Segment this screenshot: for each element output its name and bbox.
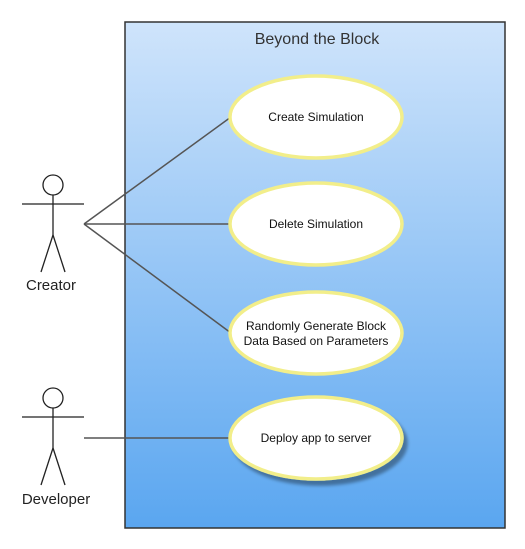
actor-creator[interactable]: [22, 174, 84, 273]
actor-label-developer: Developer: [22, 491, 90, 508]
use-case-label: Create Simulation: [268, 110, 363, 124]
actor-label-creator: Creator: [26, 277, 76, 294]
use-case-randomly-generate-block-data[interactable]: Randomly Generate Block Data Based on Pa…: [228, 290, 404, 376]
actor-developer[interactable]: [22, 387, 84, 486]
use-case-label: Delete Simulation: [269, 217, 363, 231]
association-creator-generate: [83, 223, 232, 334]
associations: [83, 116, 232, 439]
use-case-create-simulation[interactable]: Create Simulation: [228, 74, 404, 160]
actor-head-icon: [42, 174, 64, 196]
use-case-label: Randomly Generate Block: [246, 319, 387, 333]
actor-head-icon: [42, 387, 64, 409]
association-creator-create: [83, 116, 232, 225]
use-case-deploy-app-to-server[interactable]: Deploy app to server: [228, 395, 404, 481]
system-title: Beyond the Block: [255, 31, 381, 48]
use-cases: Create Simulation Delete Simulation Rand…: [228, 74, 404, 481]
use-case-delete-simulation[interactable]: Delete Simulation: [228, 181, 404, 267]
use-case-label: Data Based on Parameters: [244, 334, 389, 348]
use-case-label: Deploy app to server: [261, 431, 372, 445]
